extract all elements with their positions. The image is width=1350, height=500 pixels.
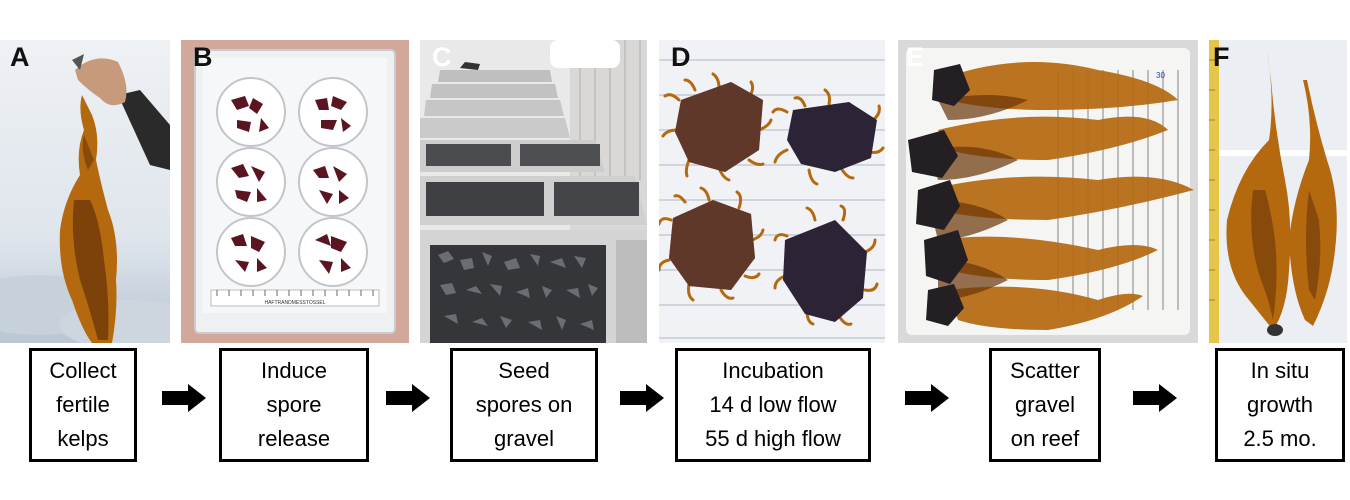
step-text-line: spores on	[475, 392, 573, 417]
step-text-line: gravel	[494, 426, 554, 451]
step-text-line: growth	[1246, 392, 1314, 417]
step-text-line: 2.5 mo.	[1243, 426, 1317, 451]
step-box-scatter: Scatter gravel on reef	[989, 348, 1101, 462]
right-arrow-icon	[1133, 384, 1177, 412]
step-text-line: gravel	[1015, 392, 1075, 417]
panel-d-photo	[659, 40, 885, 343]
step-text-line: on reef	[1010, 426, 1080, 451]
right-arrow-icon	[905, 384, 949, 412]
panel-label: D	[671, 42, 691, 72]
right-arrow-icon	[620, 384, 664, 412]
right-arrow-icon	[162, 384, 206, 412]
step-text-line: release	[257, 426, 331, 451]
step-box-collect: Collect fertile kelps	[29, 348, 137, 462]
panel-label: C	[432, 42, 452, 72]
step-box-incubation: Incubation 14 d low flow 55 d high flow	[675, 348, 871, 462]
step-text-line: Seed	[498, 358, 550, 383]
step-text-line: Incubation	[722, 358, 824, 383]
panel-a-photo	[0, 40, 170, 343]
ruler-brand-text: HAFTRANDMESSTOSSEL	[264, 300, 325, 306]
panel-label: B	[193, 42, 213, 72]
panel-label: E	[906, 42, 925, 72]
step-box-seed: Seed spores on gravel	[450, 348, 598, 462]
panel-f-photo	[1209, 40, 1347, 343]
step-text-line: kelps	[57, 426, 109, 451]
step-text-line: Collect	[49, 358, 117, 383]
panel-c-photo	[420, 40, 647, 343]
step-text-line: fertile	[56, 392, 110, 417]
right-arrow-icon	[386, 384, 430, 412]
step-text-line: spore	[266, 392, 322, 417]
panel-label: A	[10, 42, 30, 72]
grid-tag: 30	[1156, 71, 1165, 80]
step-box-growth: In situ growth 2.5 mo.	[1215, 348, 1345, 462]
step-text-line: In situ	[1250, 358, 1310, 383]
panel-e-photo: 30	[898, 40, 1198, 343]
step-box-induce: Induce spore release	[219, 348, 369, 462]
step-text-line: 14 d low flow	[709, 392, 837, 417]
panel-b-photo: HAFTRANDMESSTOSSEL	[181, 40, 409, 343]
step-text-line: 55 d high flow	[705, 426, 841, 451]
step-text-line: Induce	[260, 358, 328, 383]
step-text-line: Scatter	[1010, 358, 1080, 383]
panel-label: F	[1213, 42, 1230, 72]
